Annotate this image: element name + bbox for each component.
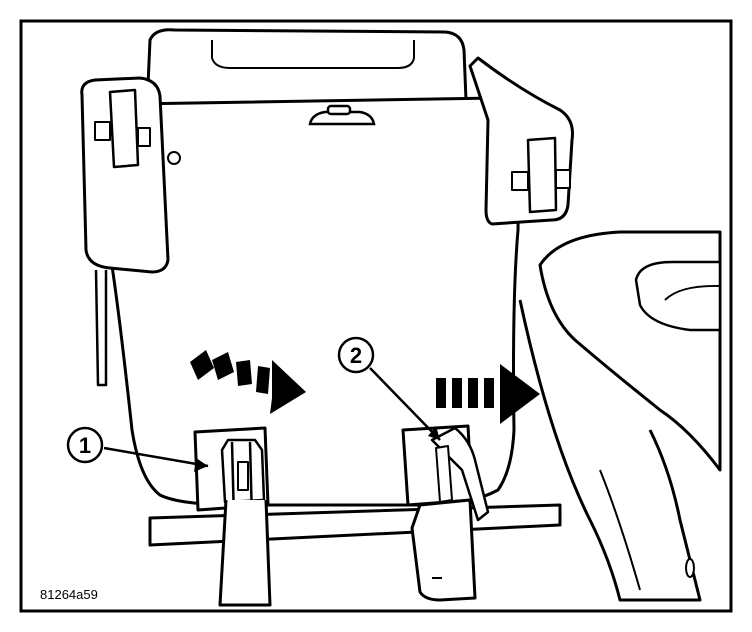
callout-2: 2 xyxy=(337,336,441,441)
right-latch-assembly xyxy=(401,424,490,602)
seatback-top xyxy=(146,28,468,106)
slide-arrow-right xyxy=(436,364,540,424)
top-slot xyxy=(308,104,376,126)
right-side-bracket xyxy=(468,56,574,226)
callout-1-number: 1 xyxy=(79,433,91,458)
left-side-bracket xyxy=(80,76,181,387)
figure-id-label: 81264a59 xyxy=(40,587,98,602)
callout-2-number: 2 xyxy=(350,343,362,368)
callout-1: 1 xyxy=(66,426,209,472)
rotation-arrow-left xyxy=(190,350,306,414)
left-latch-assembly xyxy=(193,426,272,607)
adjacent-seat-cushion xyxy=(518,230,722,602)
